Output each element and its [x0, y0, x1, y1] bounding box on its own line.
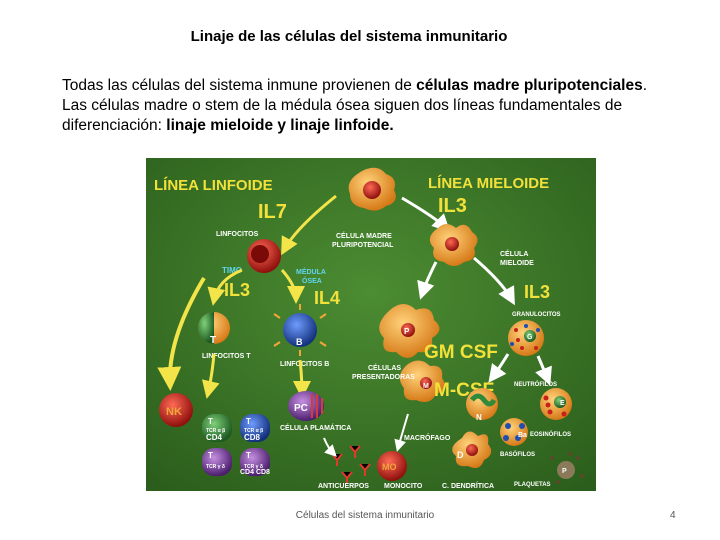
lineage-diagram: LÍNEA LINFOIDE LÍNEA MIELOIDE IL7 IL3 CÉ…: [146, 158, 596, 491]
granulocyte: [508, 320, 544, 356]
anticuerpos-label: ANTICUERPOS: [318, 483, 369, 490]
t-subset-gd: [202, 448, 232, 476]
t-subset-gd-letter-1: T: [208, 451, 213, 460]
slide-footer: Células del sistema inmunitario: [0, 510, 720, 521]
monocito-label: MONOCITO: [384, 483, 423, 490]
p-platelet-letter: P: [562, 468, 567, 475]
macrofago-label: MACRÓFAGO: [404, 433, 451, 442]
il3-right-label: IL3: [524, 282, 550, 302]
cd4-cd8-label: CD4 CD8: [240, 469, 270, 476]
myeloid-cell: [430, 224, 478, 266]
celulas-presentadoras-label-1: CÉLULAS: [368, 363, 401, 372]
basofilos-label: BASÓFILOS: [500, 450, 535, 458]
e-letter: E: [560, 400, 565, 407]
slide-title: Linaje de las células del sistema inmuni…: [0, 28, 698, 45]
cd8-label: CD8: [244, 433, 261, 442]
neutrophil: [466, 388, 498, 420]
mo-letter: MO: [382, 462, 397, 472]
osea-label: ÓSEA: [302, 276, 322, 285]
linfocitos-label: LINFOCITOS: [216, 231, 259, 238]
granulocitos-label: GRANULOCITOS: [512, 312, 561, 318]
linea-mieloide-heading: LÍNEA MIELOIDE: [428, 175, 549, 192]
gm-csf-label: GM CSF: [424, 342, 498, 363]
intro-bold-2: linaje mieloide y linaje linfoide.: [166, 117, 393, 134]
nk-letter: NK: [166, 406, 182, 418]
pc-letter: PC: [294, 403, 308, 414]
t-subset-gd-letter-2: T: [246, 451, 251, 460]
celulas-presentadoras-label-2: PRESENTADORAS: [352, 374, 415, 381]
celula-mieloide-label-2: MIELOIDE: [500, 260, 534, 267]
c-dendritica-label: C. DENDRÍTICA: [442, 481, 494, 490]
il3-left-label: IL3: [224, 280, 250, 300]
eosinofilos-label: EOSINÓFILOS: [530, 430, 571, 438]
d-letter: D: [457, 450, 464, 460]
pluripotencial-label: PLURIPOTENCIAL: [332, 242, 394, 249]
il4-label: IL4: [314, 288, 340, 308]
p-cell-letter: P: [404, 327, 410, 336]
b-cell-letter: B: [296, 337, 303, 347]
n-letter: N: [476, 413, 482, 422]
linfocitos-b-label: LINFOCITOS B: [280, 361, 329, 368]
t-cell-letter: T: [210, 335, 216, 346]
neutrofilos-label: NEUTRÓFILOS: [514, 380, 557, 388]
intro-bold-1: células madre pluripotenciales: [416, 77, 643, 94]
intro-paragraph: Todas las células del sistema inmune pro…: [62, 76, 672, 136]
m-cell-letter: M: [423, 383, 429, 390]
linfocitos-t-label: LINFOCITOS T: [202, 353, 251, 360]
plaquetas-label: PLAQUETAS: [514, 482, 551, 488]
medula-label: MÉDULA: [296, 267, 326, 276]
linea-linfoide-heading: LÍNEA LINFOIDE: [154, 177, 273, 194]
eosinophil: [540, 388, 572, 420]
immune-lineage-figure: LÍNEA LINFOIDE LÍNEA MIELOIDE IL7 IL3 CÉ…: [146, 158, 596, 491]
celula-plasmatica-label: CÉLULA PLAMÁTICA: [280, 423, 351, 432]
celula-madre-label: CÉLULA MADRE: [336, 231, 392, 240]
g-letter: G: [527, 334, 533, 341]
il7-label: IL7: [258, 201, 287, 223]
t-subset-cd4-letter: T: [208, 417, 213, 426]
ba-letter: Ba: [518, 432, 527, 439]
cd4-label: CD4: [206, 433, 223, 442]
il3-top-label: IL3: [438, 195, 467, 217]
t-subset-cd8-letter: T: [246, 417, 251, 426]
tcr-gd-label-1: TCR γ δ: [206, 464, 225, 470]
celula-mieloide-label-1: CÉLULA: [500, 249, 528, 258]
page-number: 4: [670, 510, 676, 521]
intro-text-1: Todas las células del sistema inmune pro…: [62, 77, 416, 94]
